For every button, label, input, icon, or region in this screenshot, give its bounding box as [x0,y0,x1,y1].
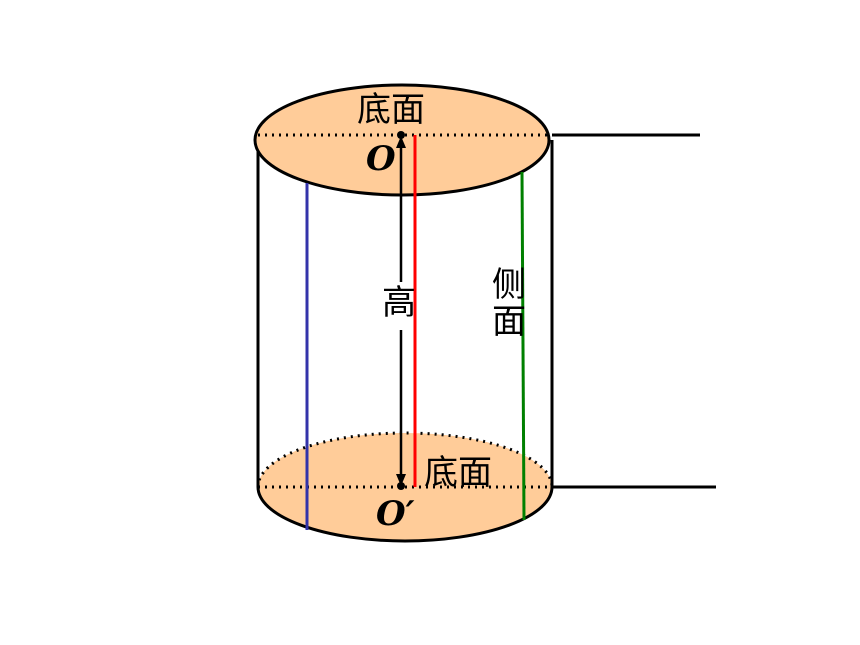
bottom-base-back-arc [256,431,554,488]
height-label: 高 [382,283,416,323]
side-label-2: 面 [492,302,526,342]
bottom-base-front-arc [256,486,554,543]
bottom-base-label: 底面 [424,453,492,493]
side-label-1: 侧 [492,265,526,305]
top-base-label: 底面 [357,90,425,130]
generatrix-right [520,171,526,521]
top-center-label: O [366,139,396,179]
top-center-point [397,131,405,139]
height-arrowhead-down [396,474,406,486]
height-arrowhead-up [396,136,406,148]
bottom-center-point [397,482,405,490]
bottom-center-label: O′ [376,494,415,534]
